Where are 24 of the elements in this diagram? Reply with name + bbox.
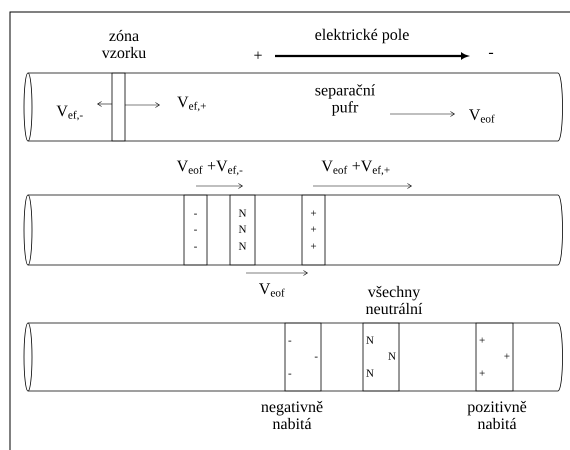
velocity-label: V$_{eof}$	[469, 109, 495, 123]
zone-box: N N N	[362, 322, 400, 392]
sample-zone	[112, 72, 126, 142]
capillary-tube	[24, 322, 563, 392]
zone-caption: všechny neutrální	[366, 286, 422, 314]
zone-caption: negativně nabitá	[261, 400, 323, 430]
zone-box: + + +	[302, 194, 326, 266]
field-label: elektrické pole	[315, 28, 409, 44]
plus-sign: +	[254, 51, 262, 59]
buffer-label: separační pufr	[315, 84, 376, 116]
capillary-tube	[24, 72, 563, 142]
zone-caption: zóna vzorku	[102, 30, 146, 58]
zone-caption: pozitivně nabitá	[467, 400, 526, 430]
velocity-label: V$_{eof}$	[259, 283, 285, 297]
minus-sign: -	[488, 52, 494, 54]
velocity-label: V$_{ef,-}$	[56, 106, 83, 120]
zone-box: - - -	[184, 194, 208, 266]
velocity-label: V$_{ef,+}$	[177, 96, 206, 112]
velocity-label: V$_{eof}$ +V$_{ef,-}$	[176, 160, 242, 176]
zone-box: N N N	[230, 194, 256, 266]
velocity-label: V$_{eof}$ +V$_{ef,+}$	[322, 160, 390, 176]
zone-box: - - -	[284, 322, 322, 392]
zone-box: + + +	[476, 322, 514, 392]
capillary-tube	[24, 194, 563, 266]
